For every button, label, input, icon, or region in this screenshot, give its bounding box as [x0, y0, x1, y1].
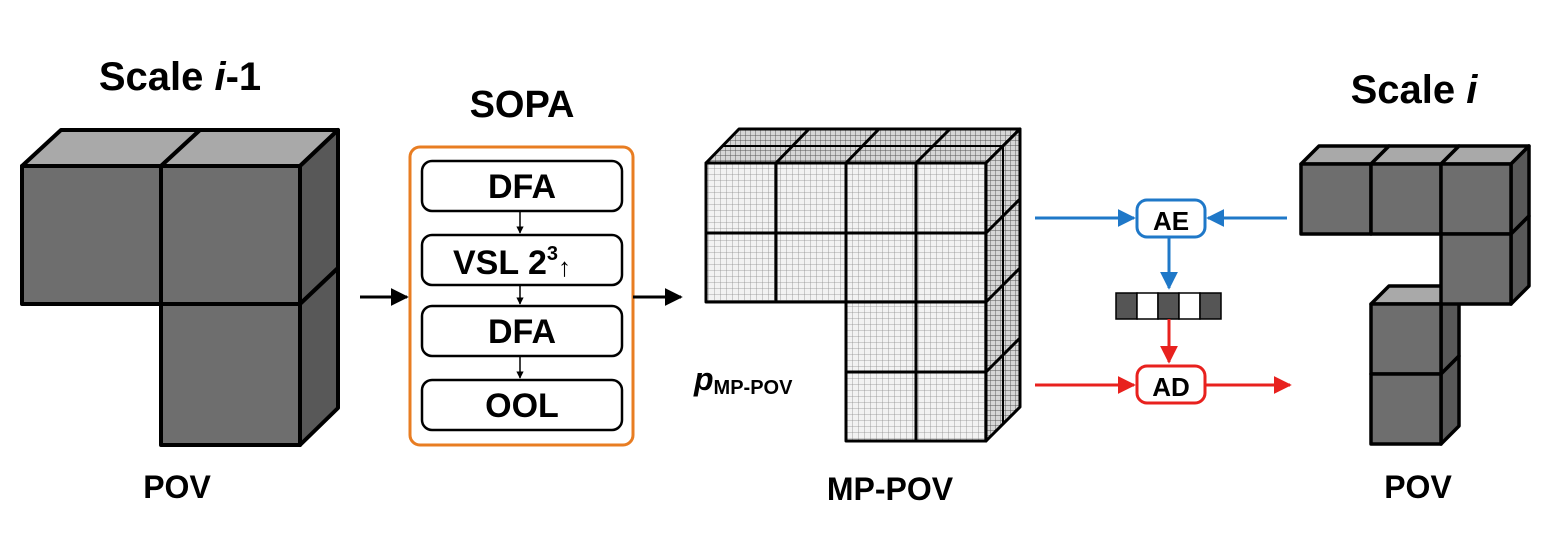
sopa-block-vsl [420, 233, 624, 287]
sopa-title: SOPA [470, 84, 575, 126]
right-pov-voxels [1299, 144, 1531, 446]
bitstream [1115, 292, 1222, 320]
sopa-block-label-1: DFA [488, 168, 556, 206]
sopa-block-dfa-2 [420, 304, 624, 358]
sopa-block-label-2: VSL 23↑ [453, 243, 571, 282]
right-caption: POV [1384, 469, 1452, 505]
sopa-block-dfa-1 [420, 159, 624, 213]
sopa-block-label-4: OOL [485, 387, 559, 425]
encoder-label: AE [1153, 206, 1189, 236]
left-title: Scale i-1 [99, 55, 261, 99]
sopa-block-ool [420, 378, 624, 432]
left-caption: POV [143, 469, 211, 505]
left-pov-voxels [20, 128, 340, 447]
mp-pov-caption: MP-POV [827, 471, 954, 507]
encoder-box [1135, 198, 1207, 239]
mp-pov-voxels [704, 127, 1022, 443]
sopa-block-label-3: DFA [488, 313, 556, 351]
mp-pov-prob-label: pMP-POV [693, 361, 793, 399]
decoder-label: AD [1152, 372, 1190, 402]
right-title: Scale i [1351, 68, 1479, 112]
